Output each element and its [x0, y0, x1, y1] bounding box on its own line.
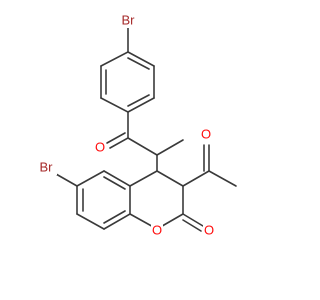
- oxygen-atom-label: O: [201, 127, 211, 142]
- bond: [100, 51, 129, 67]
- bond: [76, 170, 105, 187]
- bond: [109, 137, 129, 149]
- bond: [106, 132, 126, 144]
- bromophenyl-ring: [100, 51, 155, 113]
- bond: [76, 213, 105, 230]
- bond: [129, 170, 158, 187]
- oxygen-atom-label: O: [204, 223, 214, 238]
- bond: [156, 170, 184, 187]
- bond: [127, 51, 155, 67]
- bond: [156, 139, 184, 156]
- molecule-structure-diagram: Br O O Br O O: [35, 12, 237, 238]
- atom-label-o-acetyl: O: [200, 126, 212, 142]
- oxygen-atom-label: O: [95, 140, 105, 155]
- atom-label-o-ring: O: [151, 222, 163, 238]
- bond: [208, 170, 237, 187]
- bond: [103, 210, 126, 224]
- bond: [182, 213, 204, 227]
- lactone-carbonyl: [182, 213, 204, 232]
- bond: [182, 219, 202, 232]
- atom-label-o-lactone: O: [203, 222, 215, 238]
- bond: [55, 173, 78, 187]
- oxygen-atom-label: O: [152, 223, 162, 238]
- bond: [127, 97, 155, 113]
- bond: [100, 97, 129, 113]
- bond: [127, 94, 150, 107]
- bond: [103, 213, 131, 230]
- atom-label-br-left: Br: [35, 159, 57, 175]
- ketone-linker: [106, 111, 184, 172]
- pyran-ring: [129, 170, 184, 230]
- bond: [103, 170, 131, 187]
- acetyl-group: [182, 144, 237, 187]
- bromine-atom-label: Br: [122, 13, 136, 28]
- bond: [182, 170, 210, 187]
- atom-label-br-top: Br: [118, 12, 138, 28]
- bromine-atom-label: Br: [40, 160, 54, 175]
- benzo-ring: [76, 170, 131, 230]
- bond: [103, 176, 126, 190]
- bond: [127, 57, 150, 70]
- atom-label-o-ketone: O: [94, 139, 106, 155]
- bond: [127, 137, 158, 156]
